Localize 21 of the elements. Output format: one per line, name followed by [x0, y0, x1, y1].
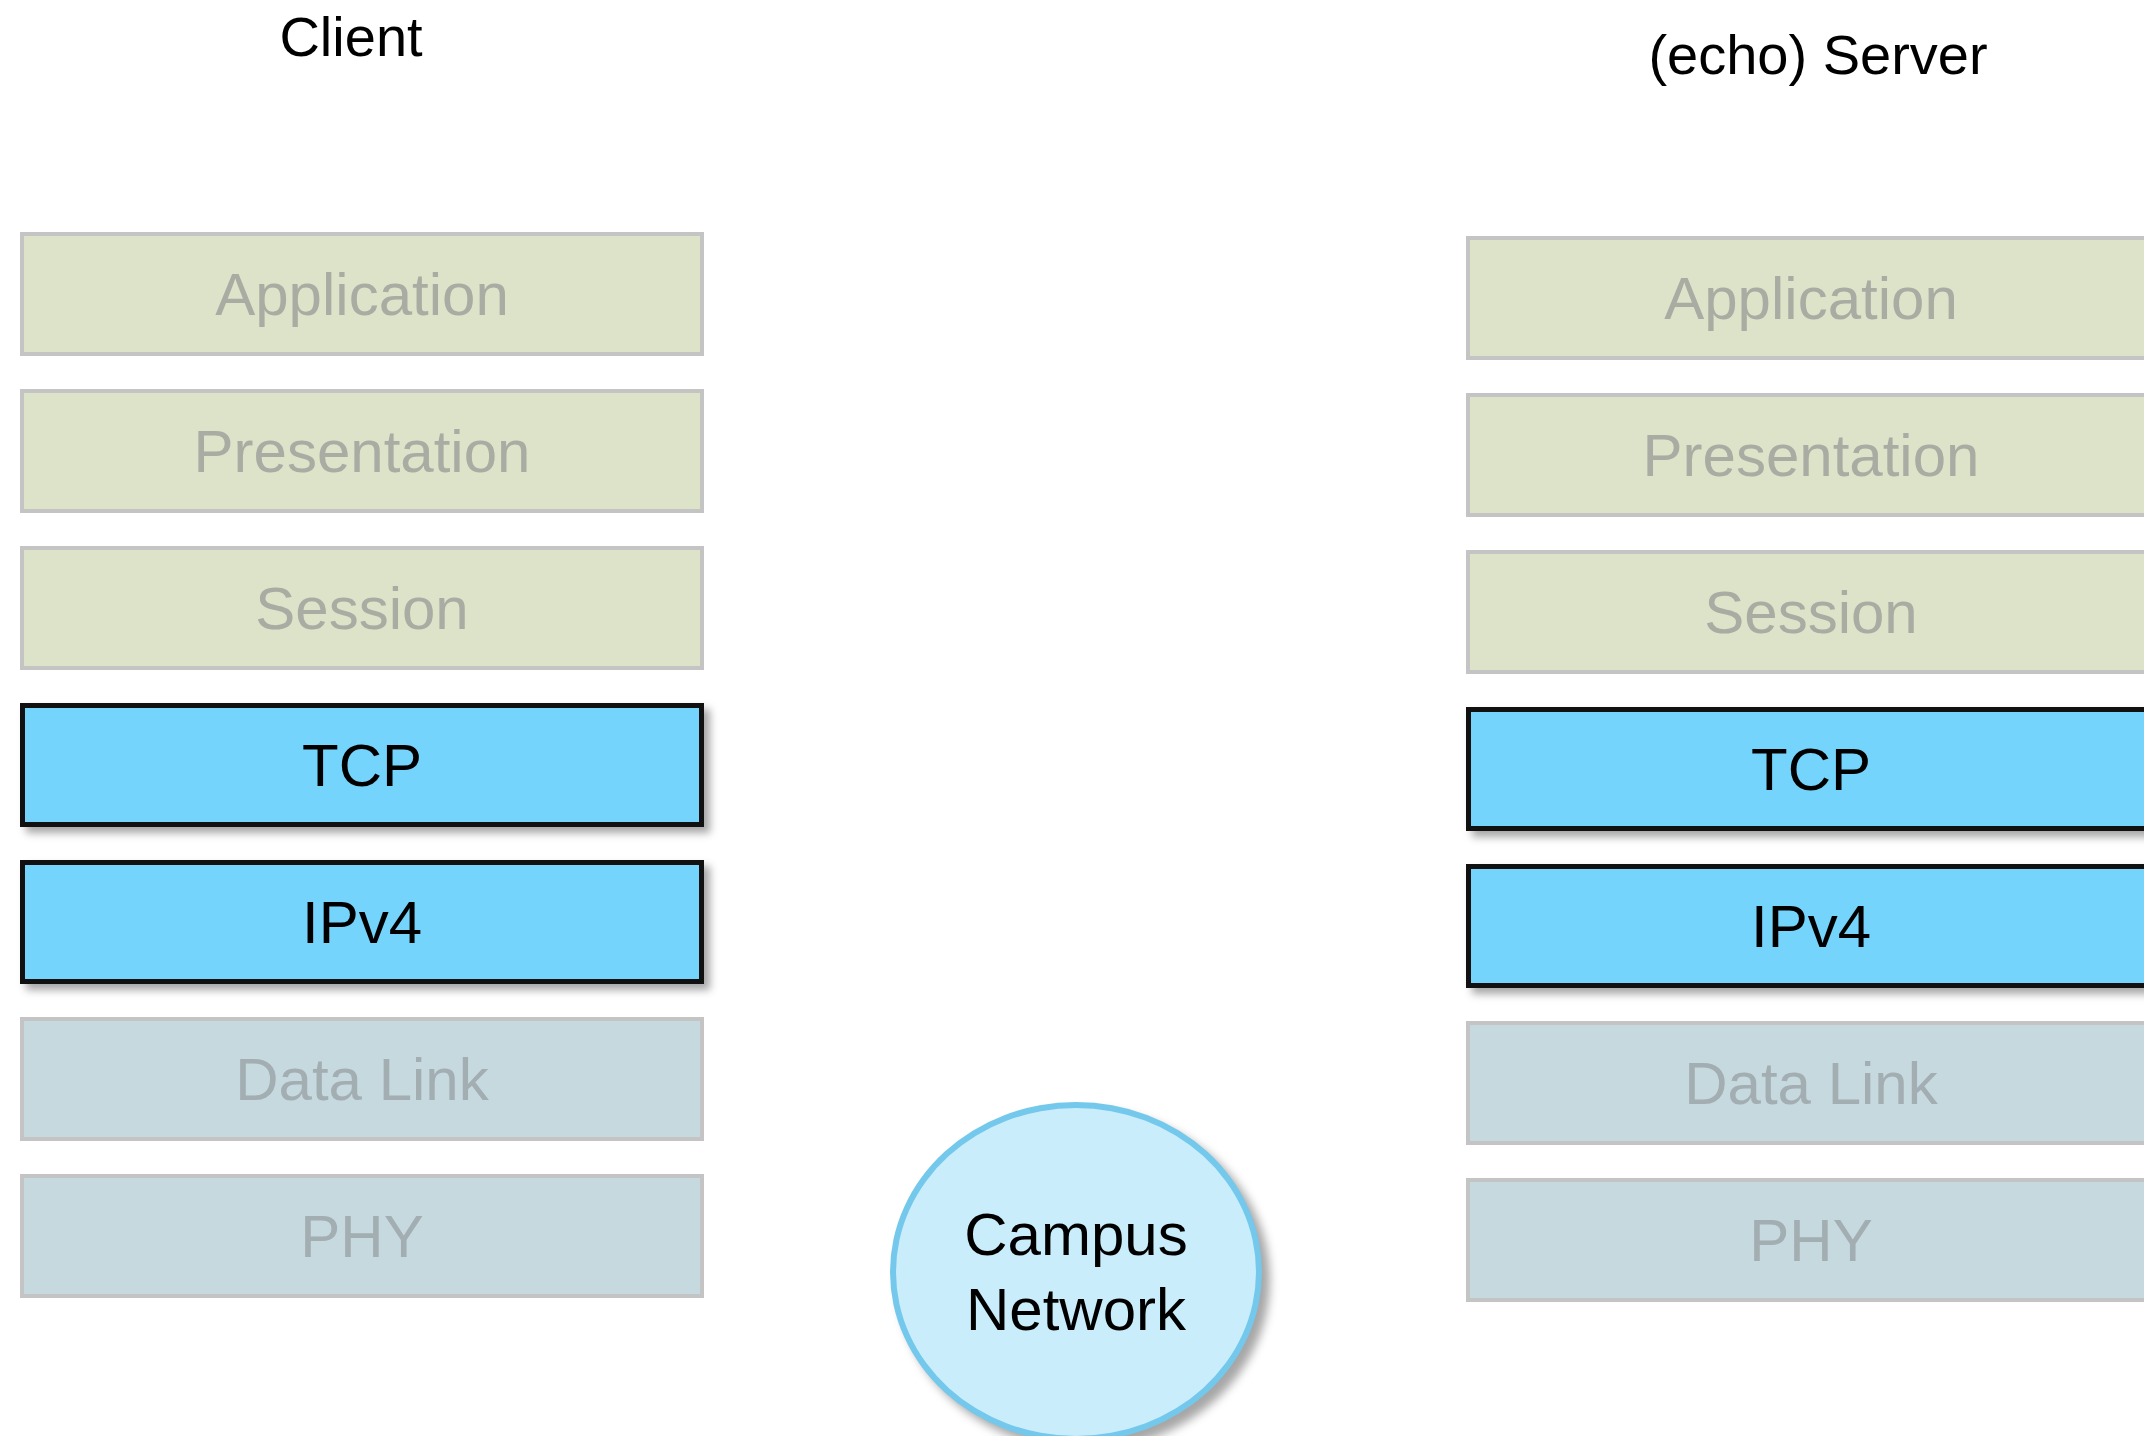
layer-box — [20, 546, 704, 670]
stack-heading: (echo) Server — [1648, 22, 1988, 87]
layer-box — [1466, 236, 2144, 360]
layer-box — [20, 389, 704, 513]
layer-box — [20, 860, 704, 984]
layer-box — [1466, 1178, 2144, 1302]
layer-label: IPv4 — [301, 887, 423, 957]
layer-box — [20, 232, 704, 356]
layer-box — [1466, 550, 2144, 674]
layer-label: TCP — [302, 730, 422, 800]
layer-box — [1466, 1021, 2144, 1145]
layer-label: TCP — [1751, 734, 1871, 804]
layer-box — [20, 1174, 704, 1298]
layer-box — [20, 1017, 704, 1141]
layer-box — [1466, 393, 2144, 517]
layer-box — [1466, 864, 2144, 988]
network-label: Campus Network — [963, 1200, 1189, 1345]
layer-box — [20, 703, 704, 827]
layer-label: IPv4 — [1750, 891, 1872, 961]
stack-heading: Client — [279, 4, 423, 69]
layer-box — [1466, 707, 2144, 831]
